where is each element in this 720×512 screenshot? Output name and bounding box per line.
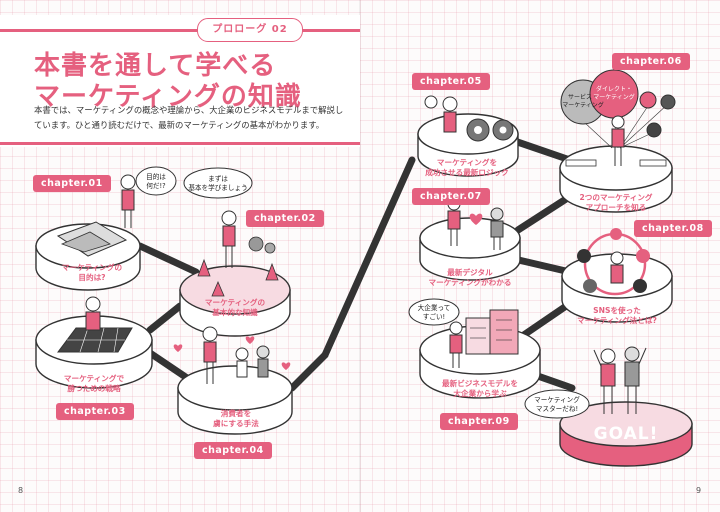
balloon-service-text: サービス・マーケティング [562, 94, 604, 109]
fence-icon [639, 159, 667, 167]
platform-chapter-06 [559, 69, 676, 213]
top-rule [302, 29, 360, 32]
bubble-master [524, 389, 590, 419]
chapter-07-caption: 最新デジタルマーケティングがわかる [428, 268, 512, 288]
balloon-icon [660, 94, 676, 110]
page-title-line-1: 本書を通して学べる [34, 51, 277, 81]
intro-text: 本書では、マーケティングの概念や理論から、大企業のビジネスモデルまで解説していま… [34, 105, 344, 130]
prologue-label: プロローグ 02 [197, 18, 303, 42]
bubble-big-company-text: 大企業ってすごい! [417, 304, 451, 321]
person-figure [202, 326, 218, 384]
page-title-line-2: マーケティングの知識 [34, 82, 302, 112]
speech-bubbles [135, 166, 590, 419]
person-figure [221, 210, 237, 268]
road-segment [321, 156, 416, 359]
chapter-01-tag: chapter.01 [33, 175, 111, 192]
person-figure [593, 348, 616, 414]
balloon-direct-text: ダイレクト・マーケティング [593, 86, 635, 101]
top-rule [0, 29, 197, 32]
facebook-icon [633, 279, 647, 293]
chapter-04-tag: chapter.04 [194, 442, 272, 459]
heart-icon [469, 213, 483, 225]
magnifier-icon [424, 95, 438, 109]
fence-icon [565, 159, 597, 167]
platform-chapter-01 [35, 221, 141, 291]
heart-icon [245, 336, 255, 344]
x-icon [577, 249, 591, 263]
chapter-07-tag: chapter.07 [412, 188, 490, 205]
heart-icon [173, 344, 183, 352]
bubble-learn-text: まずは基本を学びましょう [188, 175, 248, 192]
heart-icon [281, 362, 291, 370]
bubble-learn [183, 167, 253, 199]
platform-chapter-02 [179, 236, 291, 337]
chapter-09-tag: chapter.09 [440, 413, 518, 430]
cone-icon [197, 258, 211, 277]
balloon-icon [646, 122, 662, 138]
building-icon [489, 309, 519, 355]
chapter-08-caption: SNSを使ったマーケティング法とは? [577, 306, 657, 326]
person-figure [120, 174, 136, 228]
instagram-icon [610, 228, 622, 240]
road-segment [136, 242, 200, 276]
platform-chapter-05 [417, 95, 519, 177]
email-icon [583, 279, 597, 293]
instagram-icon [636, 249, 650, 263]
chapter-03-caption: マーケティングで勝つための戦略 [63, 374, 125, 394]
chapter-02-tag: chapter.02 [246, 210, 324, 227]
chapter-06-tag: chapter.06 [612, 53, 690, 70]
bubble-purpose [135, 166, 177, 196]
bubble-purpose-text: 目的は何だ!? [146, 173, 166, 190]
chapter-09-caption: 最新ビジネスモデルを大企業から学ぶ [442, 379, 518, 399]
person-figure [624, 346, 647, 414]
goal-label: GOAL! [593, 424, 659, 444]
bubble-master-text: マーケティングマスターだね! [534, 396, 580, 413]
goal-platform [559, 401, 693, 467]
rock-icon [248, 236, 264, 252]
chapter-06-caption: 2つのマーケティングアプローチを知る [579, 193, 653, 213]
figures [85, 96, 647, 414]
cone-icon [265, 262, 279, 281]
page-number-right: 9 [696, 486, 702, 495]
person-figure [235, 347, 249, 378]
bottom-rule [0, 142, 360, 145]
platform-chapter-03 [35, 315, 153, 389]
page-number-left: 8 [18, 486, 24, 495]
chapter-05-tag: chapter.05 [412, 73, 490, 90]
person-figure [442, 96, 458, 133]
person-figure [256, 345, 270, 378]
road-segment [146, 302, 184, 334]
balloon-icon [639, 91, 657, 109]
person-figure [611, 115, 625, 166]
chapter-08-tag: chapter.08 [634, 220, 712, 237]
person-figure [490, 207, 504, 250]
bubble-big-company [408, 298, 460, 326]
road-segment [288, 351, 329, 392]
rock-icon [264, 242, 276, 254]
person-figure [85, 296, 101, 331]
building-icon [465, 317, 491, 355]
chapter-03-tag: chapter.03 [56, 403, 134, 420]
chapter-01-caption: マーケティングの目的は? [61, 263, 123, 283]
chapter-02-caption: マーケティングの基本的な知識 [204, 298, 266, 318]
person-figure [449, 321, 463, 368]
chapter-05-caption: マーケティングを成功させる最新ロジック [425, 158, 509, 178]
cone-icon [211, 280, 225, 297]
person-figure [610, 251, 624, 284]
chapter-04-caption: 消費者を虜にする手法 [213, 409, 259, 429]
gutter [359, 0, 361, 512]
